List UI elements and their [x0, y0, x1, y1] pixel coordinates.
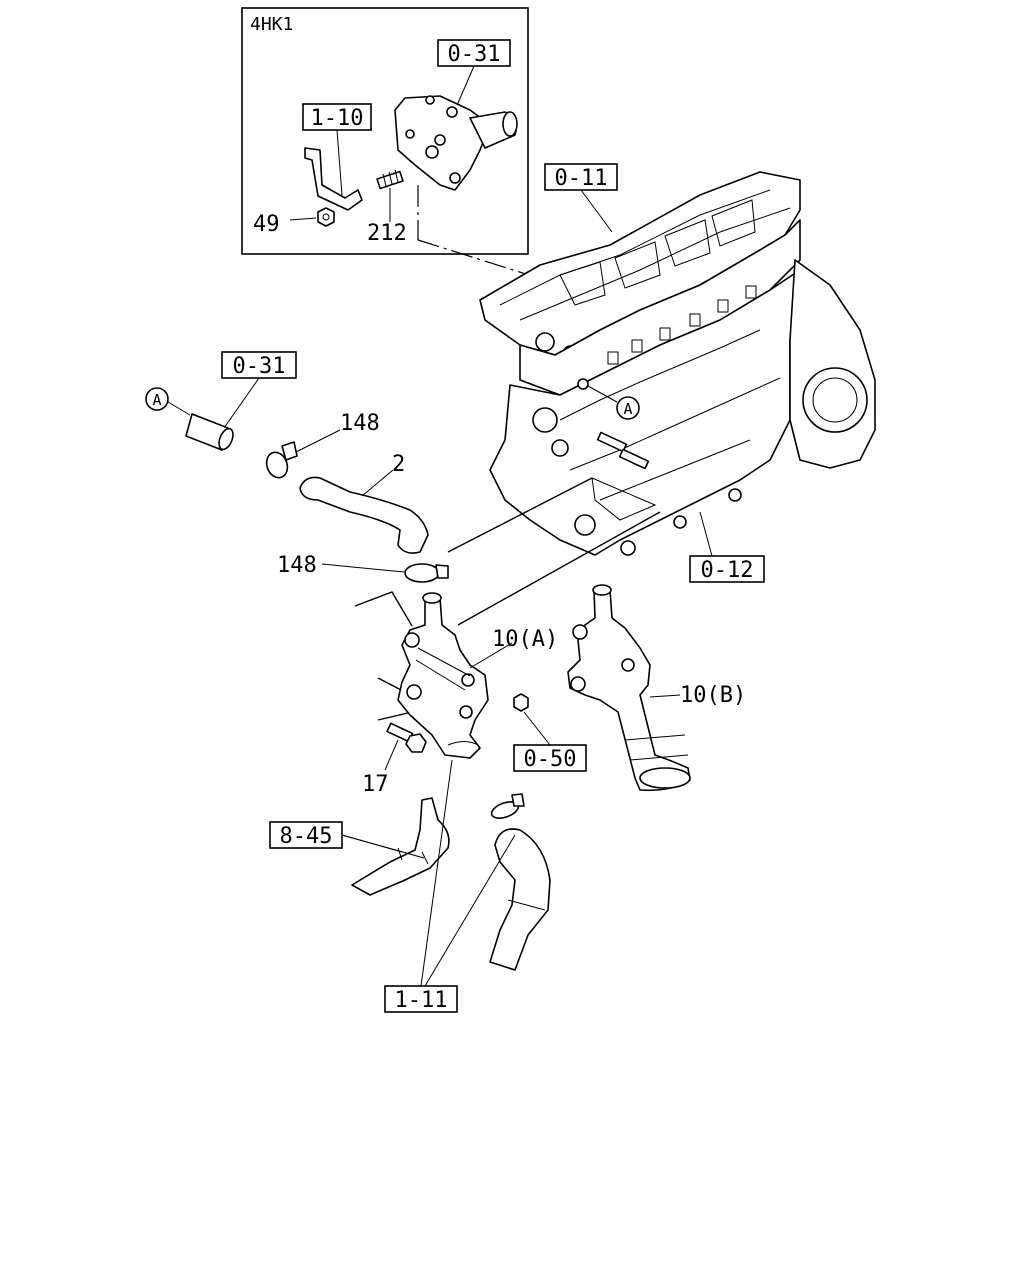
ref-label-0-11[interactable]: 0-11 — [555, 166, 608, 191]
ref-label-0-31-top[interactable]: 0-31 — [448, 42, 501, 67]
part-label-2[interactable]: 2 — [392, 452, 405, 477]
ref-box-8-45[interactable] — [269, 821, 343, 849]
part-label-212[interactable]: 212 — [367, 221, 407, 246]
engine-block: A — [479, 171, 876, 556]
hose-2 — [299, 476, 429, 554]
ref-box-0-11[interactable] — [544, 163, 618, 191]
ref-label-1-10[interactable]: 1-10 — [311, 106, 364, 131]
nut-49 — [317, 207, 335, 227]
ref-box-1-11[interactable] — [384, 985, 458, 1013]
ref-box-0-50[interactable] — [513, 744, 587, 772]
part-label-148-upper[interactable]: 148 — [340, 411, 380, 436]
ref-label-0-12[interactable]: 0-12 — [701, 558, 754, 583]
ref-label-1-11[interactable]: 1-11 — [395, 988, 448, 1013]
ref-label-8-45[interactable]: 8-45 — [280, 824, 333, 849]
marker-a-left[interactable] — [145, 387, 169, 411]
thermostat-housing-4hk1 — [394, 95, 518, 191]
leader-bracket-top — [354, 591, 413, 627]
hose-8-45 — [351, 797, 450, 896]
leader-upper — [447, 477, 593, 553]
leader-bracket-low — [377, 711, 413, 721]
bracket — [304, 147, 363, 211]
ref-box-0-12[interactable] — [689, 555, 765, 583]
part-label-17[interactable]: 17 — [362, 772, 389, 797]
part-label-10b[interactable]: 10(B) — [680, 683, 746, 708]
inset-title: 4HK1 — [250, 14, 293, 35]
bolt-17 — [386, 722, 427, 753]
marker-a-engine[interactable] — [616, 396, 640, 420]
thermostat-housing-10a — [397, 592, 489, 759]
stud-212 — [376, 169, 404, 190]
ref-label-0-50[interactable]: 0-50 — [524, 747, 577, 772]
thermostat-housing-10b — [567, 584, 691, 792]
inset-4hk1: 4HK1 0-31 1-10 212 — [241, 7, 529, 255]
part-label-148-lower[interactable]: 148 — [277, 553, 317, 578]
part-label-49[interactable]: 49 — [253, 212, 280, 237]
stud-pair — [596, 431, 650, 470]
marker-a-engine-label: A — [623, 400, 632, 418]
marker-a-left-label: A — [152, 391, 161, 409]
hose-clamp-148-lower — [404, 563, 449, 583]
leader-lower — [457, 511, 661, 626]
ref-box-0-31-left[interactable] — [221, 351, 297, 379]
hose-clamp-lower — [490, 793, 525, 819]
part-label-10a[interactable]: 10(A) — [492, 627, 558, 652]
nut — [513, 693, 529, 712]
ref-label-0-31-left[interactable]: 0-31 — [233, 354, 286, 379]
hose-clamp-148-upper — [265, 441, 298, 479]
hose-1-11 — [489, 828, 551, 971]
